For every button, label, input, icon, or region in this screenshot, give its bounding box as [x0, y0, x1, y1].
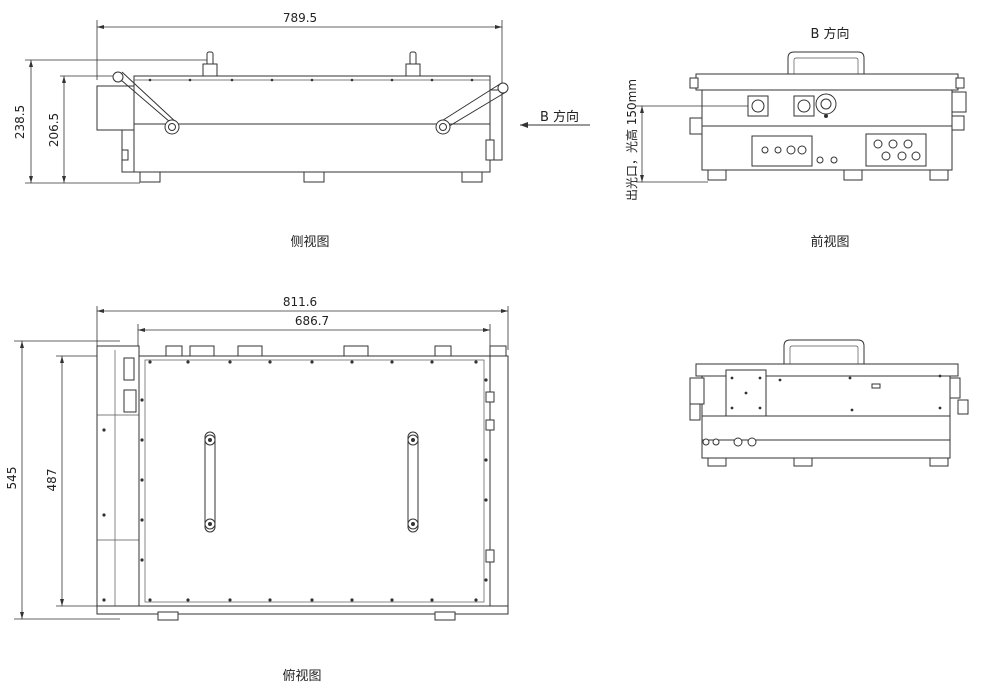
top-handle-right — [407, 431, 419, 533]
side-lifting-eye-right — [405, 51, 421, 77]
front-connector — [747, 95, 769, 117]
rear-port — [733, 437, 743, 447]
dim-top-length-total: 811.6 — [283, 295, 317, 309]
b-direction-label-side: B 方向 — [540, 109, 579, 125]
dim-top-width-body: 487 — [45, 469, 59, 492]
front-connector — [793, 95, 815, 117]
dim-side-height-total: 238.5 — [13, 105, 27, 139]
side-left-block — [96, 85, 135, 131]
rear-carry-handle — [783, 339, 865, 366]
dim-side-height-body: 206.5 — [47, 113, 61, 147]
side-handle-arm-left — [112, 71, 180, 135]
front-control-panel — [751, 135, 813, 167]
top-handle-left — [204, 431, 216, 533]
caption-top-view: 俯视图 — [282, 668, 321, 684]
front-port-panel — [865, 133, 927, 167]
caption-front-view: 前视图 — [810, 234, 849, 250]
front-top-cover — [695, 73, 959, 91]
top-view: 811.6 686.7 545 487 — [5, 295, 509, 684]
front-output-port — [815, 93, 837, 115]
side-foot — [139, 171, 161, 183]
side-view: 789.5 238.5 206.5 — [13, 11, 590, 250]
b-direction-label-front: B 方向 — [810, 26, 849, 42]
caption-side-view: 侧视图 — [290, 235, 329, 250]
top-left-frame — [96, 345, 140, 611]
rear-view — [689, 339, 969, 467]
side-foot — [303, 171, 325, 183]
front-foot — [843, 169, 863, 181]
front-carry-handle — [787, 51, 865, 76]
top-screw-dots — [102, 360, 488, 602]
side-foot — [461, 171, 483, 183]
side-handle-arm-right — [435, 82, 509, 135]
front-foot — [707, 169, 727, 181]
rear-port — [747, 437, 757, 447]
dim-front-output-height: 出光口，光高 150mm — [624, 79, 639, 201]
top-chassis — [138, 355, 491, 607]
top-right-frame — [489, 355, 509, 607]
front-view: B 方向 — [624, 26, 967, 250]
dim-top-length-body: 686.7 — [295, 314, 329, 328]
dim-top-width-total: 545 — [5, 467, 19, 490]
dim-side-length: 789.5 — [283, 11, 317, 25]
side-lifting-eye-left — [202, 51, 218, 77]
front-foot — [929, 169, 949, 181]
